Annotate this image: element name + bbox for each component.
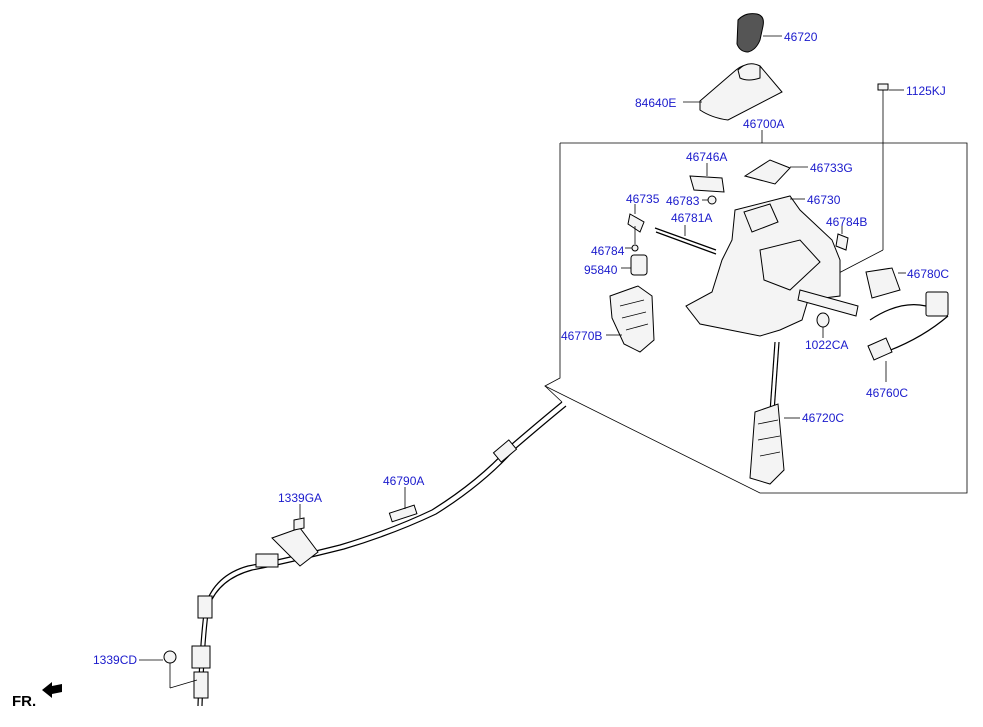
- label-46780c: 46780C: [907, 267, 949, 281]
- bracket-46770b-part[interactable]: [606, 285, 655, 353]
- bolt-part[interactable]: [834, 83, 904, 276]
- cover-46733g-part[interactable]: [743, 159, 808, 185]
- bracket-46746a-part[interactable]: [689, 163, 725, 193]
- label-1125kj: 1125KJ: [906, 84, 946, 98]
- nut-1339cd-part[interactable]: [139, 650, 198, 689]
- label-46720: 46720: [784, 30, 818, 44]
- label-46735: 46735: [626, 192, 660, 206]
- label-1022ca: 1022CA: [805, 338, 848, 352]
- shift-knob-part[interactable]: [736, 13, 782, 53]
- label-46783: 46783: [666, 194, 700, 208]
- sensor-95840-part[interactable]: [621, 254, 648, 276]
- label-46760c: 46760C: [866, 386, 908, 400]
- label-84640e: 84640E: [635, 96, 676, 110]
- label-46733g: 46733G: [810, 161, 853, 175]
- label-46720c: 46720C: [802, 411, 844, 425]
- label-46770b: 46770B: [561, 329, 602, 343]
- label-1339cd: 1339CD: [93, 653, 137, 667]
- wiring-harness-part[interactable]: [867, 291, 949, 382]
- assembly-frame: [544, 130, 968, 494]
- front-direction-arrow-icon: [42, 682, 62, 698]
- clip-46784b-part[interactable]: [835, 226, 849, 251]
- shift-cable-part[interactable]: [191, 385, 567, 707]
- clip-1339ga-part[interactable]: [293, 504, 305, 531]
- label-95840: 95840: [584, 263, 618, 277]
- fr-label: FR.: [12, 693, 36, 710]
- nut-1022ca-part[interactable]: [816, 312, 830, 338]
- label-46784b: 46784B: [826, 215, 867, 229]
- connector-46780c-part[interactable]: [865, 267, 906, 299]
- label-46781a: 46781A: [671, 211, 712, 225]
- label-46700a: 46700A: [743, 117, 784, 131]
- o-ring-part[interactable]: [702, 195, 717, 205]
- shifter-housing-part[interactable]: [685, 195, 859, 337]
- pivot-shaft-part[interactable]: [654, 225, 717, 255]
- label-1339ga: 1339GA: [278, 491, 322, 505]
- shift-boot-part[interactable]: [683, 63, 783, 121]
- label-46790a: 46790A: [383, 474, 424, 488]
- detent-spring-part[interactable]: [625, 204, 645, 252]
- label-46730: 46730: [807, 193, 841, 207]
- label-46784: 46784: [591, 244, 625, 258]
- shift-lever-part[interactable]: [749, 341, 800, 485]
- front-orientation-marker: FR.: [12, 682, 62, 710]
- label-46746a: 46746A: [686, 150, 727, 164]
